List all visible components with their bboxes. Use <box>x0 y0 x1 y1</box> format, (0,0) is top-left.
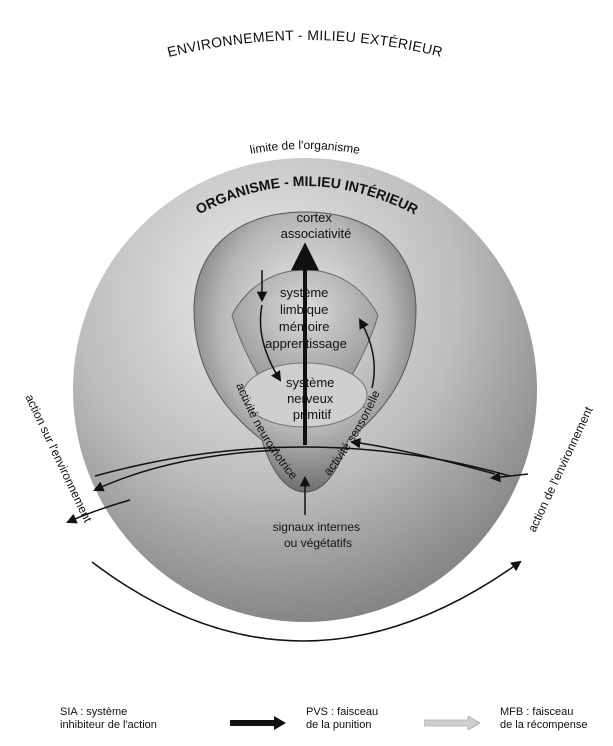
organism-limit-label: limite de l'organisme <box>249 138 362 157</box>
legend-mfb-line1: MFB : faisceau <box>500 706 587 719</box>
legend-pvs-line2: de la punition <box>306 719 378 732</box>
primitive-label: système nerveux primitif <box>286 375 338 422</box>
legend-mfb: MFB : faisceau de la récompense <box>500 706 587 732</box>
legend-pvs: PVS : faisceau de la punition <box>306 706 378 732</box>
legend-pvs-arrow <box>230 716 286 730</box>
legend-sia: SIA : système inhibiteur de l'action <box>60 706 157 732</box>
legend-sia-line1: SIA : système <box>60 706 157 719</box>
legend-sia-line2: inhibiteur de l'action <box>60 719 157 732</box>
environment-title: ENVIRONNEMENT - MILIEU EXTÉRIEUR <box>166 27 445 60</box>
action-of-environment-label: action de l'environnement <box>525 404 596 534</box>
legend-pvs-line1: PVS : faisceau <box>306 706 378 719</box>
legend-mfb-line2: de la récompense <box>500 719 587 732</box>
legend-mfb-arrow <box>424 716 480 730</box>
